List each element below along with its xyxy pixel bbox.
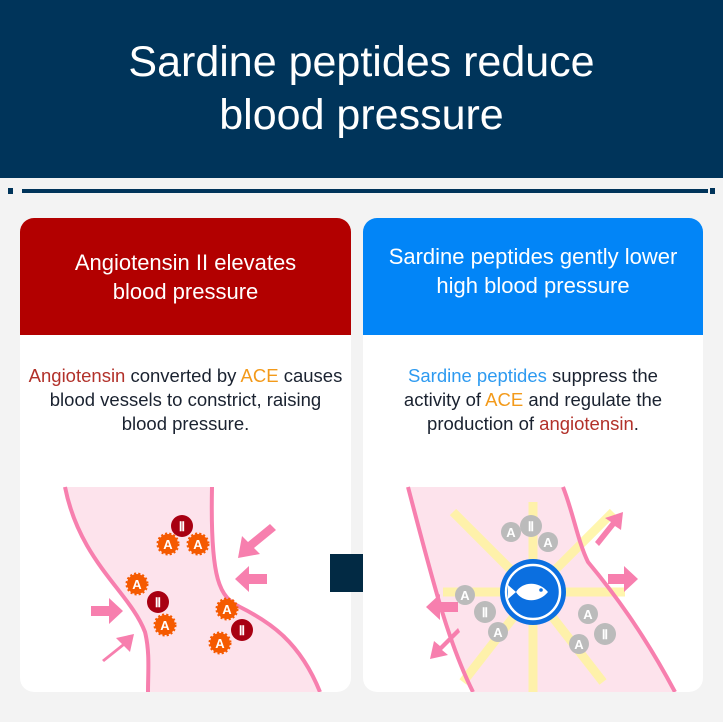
heading-text: Angiotensin II elevates blood pressure	[74, 249, 297, 304]
text: suppress the activity of	[403, 365, 658, 410]
card-description: Angiotensin converted by ACE causes bloo…	[20, 364, 351, 436]
angiotensin-ii-mark: Ⅱ	[482, 605, 488, 620]
card-description: Sardine peptides suppress the activity o…	[363, 364, 703, 436]
term-ace: ACE	[240, 365, 279, 386]
ace-mark: A	[215, 636, 225, 651]
divider-dot	[710, 188, 715, 194]
divider	[22, 189, 708, 193]
dilated-vessel-illustration: A Ⅱ A A Ⅱ A A Ⅱ A	[406, 486, 677, 692]
text: causes blood vessels to constrict, raisi…	[49, 365, 343, 434]
card-heading: Sardine peptides gently lower high blood…	[363, 218, 703, 335]
term-ace: ACE	[485, 389, 524, 410]
ace-mark: A	[583, 607, 593, 622]
term-sardine-peptides: Sardine peptides	[408, 365, 547, 386]
ace-mark: A	[543, 535, 553, 550]
angiotensin-ii-mark: Ⅱ	[239, 623, 245, 638]
page-title: Sardine peptides reduce blood pressure	[128, 38, 595, 139]
ace-mark: A	[193, 537, 203, 552]
term-angiotensin: Angiotensin	[28, 365, 126, 386]
divider-dot	[8, 188, 13, 194]
ace-mark: A	[506, 525, 516, 540]
ace-mark: A	[163, 537, 173, 552]
card-heading: Angiotensin II elevates blood pressure	[20, 218, 351, 335]
title-banner: Sardine peptides reduce blood pressure	[0, 0, 723, 178]
ace-mark: A	[460, 588, 470, 603]
angiotensin-ii-mark: Ⅱ	[528, 519, 534, 534]
ace-mark: A	[493, 625, 503, 640]
text: and regulate the production of	[427, 389, 663, 434]
angiotensin-card: Angiotensin II elevates blood pressure A…	[20, 218, 351, 692]
ace-mark: A	[222, 602, 232, 617]
text: .	[633, 413, 639, 434]
ace-mark: A	[574, 637, 584, 652]
fish-icon	[500, 559, 566, 625]
sardine-peptides-card: Sardine peptides gently lower high blood…	[363, 218, 703, 692]
text: converted by	[125, 365, 241, 386]
angiotensin-ii-mark: Ⅱ	[155, 595, 161, 610]
ace-mark: A	[160, 618, 170, 633]
term-angiotensin: angiotensin	[539, 413, 634, 434]
angiotensin-ii-mark: Ⅱ	[602, 627, 608, 642]
ace-mark: A	[132, 577, 142, 592]
heading-text: Sardine peptides gently lower high blood…	[388, 244, 678, 298]
angiotensin-ii-mark: Ⅱ	[179, 519, 185, 534]
constricted-vessel-illustration: Ⅱ A A A Ⅱ A A Ⅱ A	[63, 486, 322, 692]
